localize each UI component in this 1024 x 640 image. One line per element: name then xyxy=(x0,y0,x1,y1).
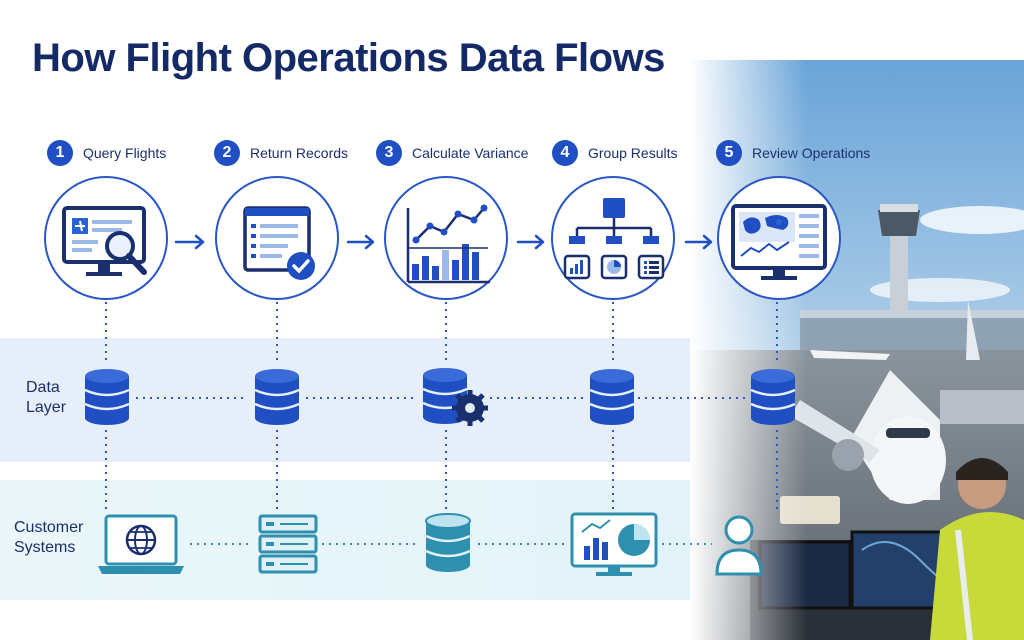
database-gear-icon xyxy=(422,368,488,426)
data-layer-label-line2: Layer xyxy=(26,399,67,416)
step-2: 2 Return Records xyxy=(214,140,348,166)
monitor-search-icon xyxy=(62,206,147,276)
step-3: 3 Calculate Variance xyxy=(376,140,528,166)
step-label: Group Results xyxy=(588,145,678,161)
customer-systems-label: Customer Systems xyxy=(14,518,83,558)
customer-systems-label-line2: Systems xyxy=(14,539,76,556)
step-label: Calculate Variance xyxy=(412,145,529,161)
step-1-circle xyxy=(44,176,168,300)
checklist-icon xyxy=(243,206,315,280)
line-bar-chart-icon xyxy=(406,204,490,284)
step-label: Return Records xyxy=(250,145,349,161)
dashboard-monitor-icon xyxy=(570,512,658,576)
step-number-badge: 3 xyxy=(376,140,402,166)
database-icon xyxy=(254,369,300,425)
customer-systems-label-line1: Customer xyxy=(14,519,84,536)
step-number-badge: 2 xyxy=(214,140,240,166)
database-icon xyxy=(84,369,130,425)
step-1: 1 Query Flights xyxy=(47,140,166,166)
step-label: Query Flights xyxy=(83,145,167,161)
step-label: Review Operations xyxy=(752,145,871,161)
step-3-circle xyxy=(384,176,508,300)
laptop-globe-icon xyxy=(98,514,184,574)
map-dashboard-icon xyxy=(731,204,827,280)
database-icon xyxy=(425,513,471,572)
step-2-circle xyxy=(215,176,339,300)
user-icon xyxy=(715,515,763,576)
step-number-badge: 1 xyxy=(47,140,73,166)
step-number-badge: 4 xyxy=(552,140,578,166)
step-4-circle xyxy=(551,176,675,300)
data-layer-label: Data Layer xyxy=(26,378,66,418)
step-4: 4 Group Results xyxy=(552,140,677,166)
page-title: How Flight Operations Data Flows xyxy=(32,36,665,80)
data-layer-label-line1: Data xyxy=(26,379,60,396)
step-number-badge: 5 xyxy=(716,140,742,166)
database-icon xyxy=(750,369,796,425)
database-icon xyxy=(589,369,635,425)
hierarchy-icon xyxy=(563,198,665,280)
airport-apron-photo xyxy=(690,60,1024,640)
step-5-circle xyxy=(717,176,841,300)
step-5: 5 Review Operations xyxy=(716,140,870,166)
server-stack-icon xyxy=(258,514,318,574)
